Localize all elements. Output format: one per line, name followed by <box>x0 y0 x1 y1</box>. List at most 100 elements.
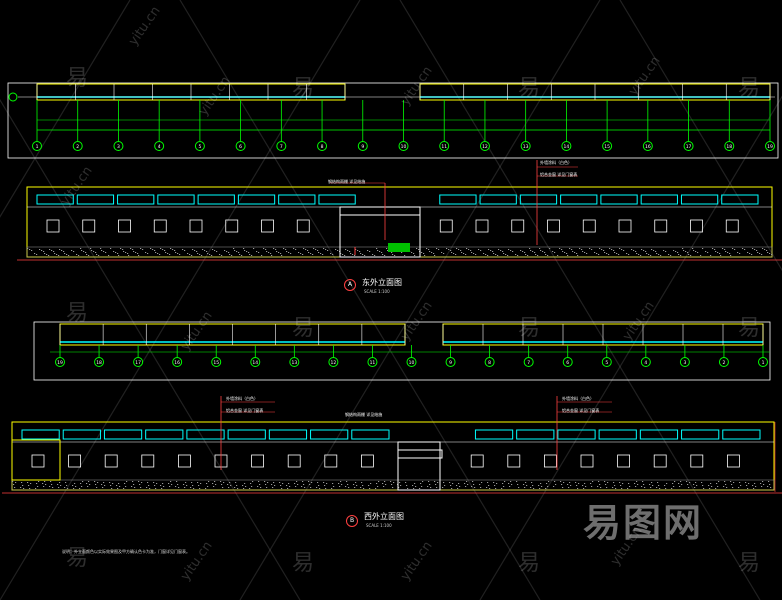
gravel-dot <box>167 253 169 254</box>
gravel-dot <box>435 484 437 485</box>
gravel-dot <box>242 485 244 486</box>
axis-label: 9 <box>361 144 364 150</box>
gravel-dot <box>66 485 68 486</box>
gravel-dot <box>313 248 315 249</box>
gravel-dot <box>757 252 759 253</box>
gravel-dot <box>434 255 436 256</box>
gravel-dot <box>643 250 645 251</box>
gravel-dot <box>450 485 452 486</box>
gravel-dot <box>280 253 282 254</box>
gravel-dot <box>436 248 438 249</box>
gravel-dot <box>154 250 156 251</box>
gravel-dot <box>701 482 703 483</box>
gravel-dot <box>316 487 318 488</box>
gravel-dot <box>280 485 282 486</box>
gravel-dot <box>413 253 415 254</box>
lower-window <box>141 454 155 468</box>
gravel-dot <box>272 487 274 488</box>
clerestory-window <box>474 429 514 440</box>
gravel-dot <box>433 253 435 254</box>
gravel-dot <box>348 487 350 488</box>
gravel-dot <box>655 251 657 252</box>
gravel-dot <box>175 252 177 253</box>
elevation-a-subtitle: SCALE 1:100 <box>364 289 390 294</box>
gravel-dot <box>332 483 334 484</box>
gravel-dot <box>228 252 230 253</box>
gravel-dot <box>657 482 659 483</box>
lower-window <box>153 219 167 233</box>
axis-label: 12 <box>482 144 488 150</box>
axis-bubble <box>718 357 729 367</box>
gravel-dot <box>583 488 585 489</box>
middle-plan-strip <box>33 321 771 381</box>
gravel-dot <box>49 486 51 487</box>
gravel-dot <box>236 485 238 486</box>
gravel-dot <box>438 249 440 250</box>
gravel-dot <box>213 486 215 487</box>
gravel-dot <box>749 253 751 254</box>
gravel-dot <box>599 248 601 249</box>
gravel-dot <box>527 255 529 256</box>
gravel-dot <box>271 484 273 485</box>
callout-a-center: 钢结构雨棚 详见结施 <box>328 179 366 184</box>
gravel-dot <box>594 252 596 253</box>
gravel-dot <box>759 253 761 254</box>
elevation-b-title: 西外立面图 <box>364 512 404 521</box>
gravel-dot <box>199 488 201 489</box>
gravel-dot <box>444 485 446 486</box>
gravel-dot <box>437 482 439 483</box>
axis-label: 6 <box>239 144 242 150</box>
gravel-dot <box>554 252 556 253</box>
gravel-dot <box>674 481 676 482</box>
gravel-dot <box>130 248 132 249</box>
gravel-dot <box>353 484 355 485</box>
gravel-dot <box>113 251 115 252</box>
gravel-dot <box>290 253 292 254</box>
gravel-dot <box>614 252 616 253</box>
gravel-dot <box>419 488 421 489</box>
clerestory-window <box>516 429 555 440</box>
gravel-dot <box>436 487 438 488</box>
gravel-dot <box>362 254 364 255</box>
gravel-dot <box>623 250 625 251</box>
gravel-dot <box>39 249 41 250</box>
clerestory-window <box>722 429 761 440</box>
gravel-dot <box>229 254 231 255</box>
gravel-dot <box>89 484 91 485</box>
gravel-dot <box>74 483 76 484</box>
gravel-dot <box>717 252 719 253</box>
gravel-dot <box>526 485 528 486</box>
gravel-dot <box>434 481 436 482</box>
gravel-dot <box>175 486 177 487</box>
gravel-dot <box>619 248 621 249</box>
gravel-dot <box>628 483 630 484</box>
canopy <box>339 206 421 216</box>
gravel-dot <box>656 253 658 254</box>
axis-bubble <box>194 141 205 151</box>
gravel-dot <box>382 254 384 255</box>
gravel-dot <box>219 254 221 255</box>
gravel-dot <box>196 251 198 252</box>
gravel-dot <box>378 481 380 482</box>
gravel-dot <box>170 481 172 482</box>
gravel-dot <box>711 486 713 487</box>
gravel-dot <box>104 485 106 486</box>
gravel-dot <box>640 255 642 256</box>
gravel-dot <box>390 481 392 482</box>
gravel-dot <box>52 487 54 488</box>
axis-label: 3 <box>117 144 120 150</box>
gravel-dot <box>347 484 349 485</box>
gravel-dot <box>208 481 210 482</box>
gravel-dot <box>727 252 729 253</box>
gravel-dot <box>446 248 448 249</box>
gravel-dot <box>584 252 586 253</box>
gravel-dot <box>507 255 509 256</box>
gravel-dot <box>474 487 476 488</box>
gravel-dot <box>571 249 573 250</box>
clerestory-window <box>157 194 195 205</box>
gravel-dot <box>253 248 255 249</box>
gravel-dot <box>726 487 728 488</box>
gravel-dot <box>385 484 387 485</box>
gravel-dot <box>695 482 697 483</box>
gravel-dot <box>457 488 459 489</box>
